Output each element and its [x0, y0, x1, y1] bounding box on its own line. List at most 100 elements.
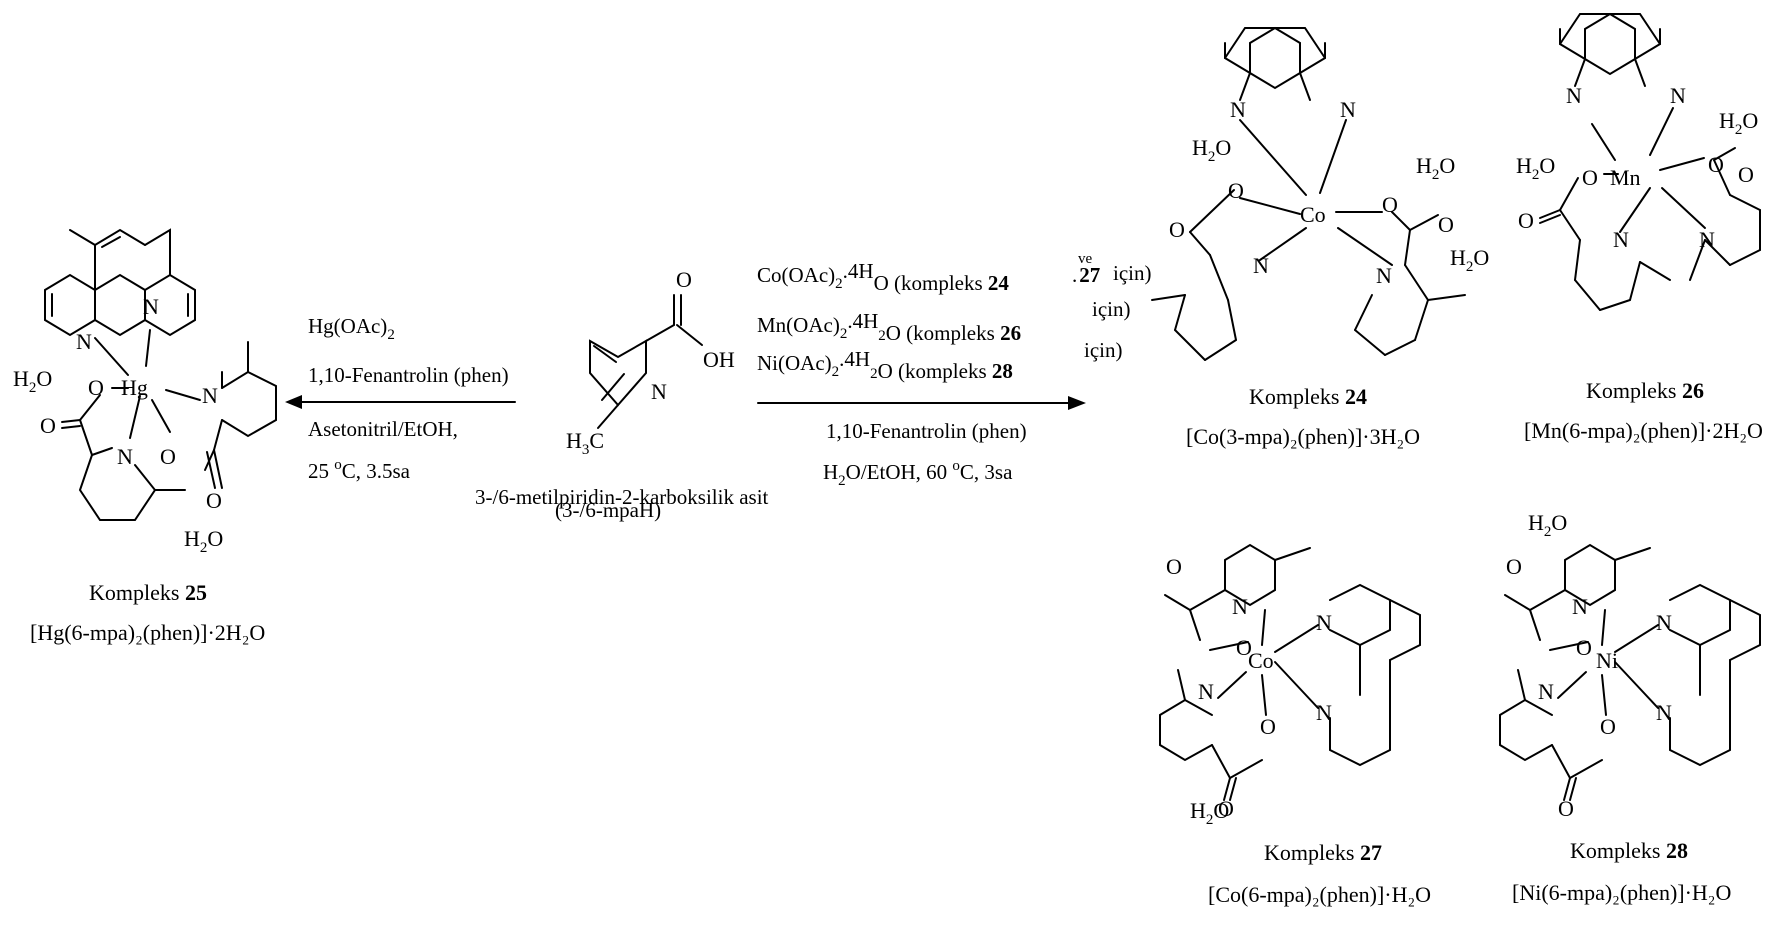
c26-formula: [Mn(6-mpa)₂(phen)]·2H₂O: [1524, 418, 1763, 443]
c27-n1: N: [1232, 594, 1248, 619]
complex-25-structure: N N Hg O N O N O O H2O H2O: [13, 228, 277, 556]
ligand-structure: O OH N H3C 3-/6-metilpiridin-2-karboksil…: [475, 267, 769, 522]
c27-label: Kompleks 27: [1264, 840, 1382, 865]
ligand-n: N: [651, 379, 667, 404]
ligand-oh: OH: [703, 347, 735, 372]
c28-o-carbonyl1: O: [1506, 554, 1522, 579]
c24-formula: [Co(3-mpa)₂(phen)]·3H₂O: [1186, 424, 1420, 449]
c25-o1: O: [88, 375, 104, 400]
right-reagent-phen: 1,10-Fenantrolin (phen): [826, 419, 1027, 443]
left-solvent: Asetonitril/EtOH,: [308, 417, 458, 441]
c27-water-molecule: H2O: [1190, 798, 1229, 828]
ligand-carbonyl-o: O: [676, 267, 692, 292]
right-reagent-ni: Ni(OAc)2.4H2O (kompleks 28: [757, 347, 1013, 383]
c24-o1: O: [1228, 178, 1244, 203]
complex-28-caption: Kompleks 28 [Ni(6-mpa)₂(phen)]·H₂O: [1512, 838, 1731, 905]
c27-formula: [Co(6-mpa)₂(phen)]·H₂O: [1208, 882, 1431, 907]
c27-o2: O: [1260, 714, 1276, 739]
c25-water2: H2O: [184, 526, 223, 556]
complex-27-structure: N O O Co N N N O O H2O: [1159, 543, 1421, 828]
right-reagent-co: Co(OAc)2.4HO (kompleks 24: [757, 259, 1009, 295]
c28-water-molecule: H2O: [1528, 510, 1567, 540]
left-reagent-hg: Hg(OAc)2: [308, 314, 395, 343]
c24-n2: N: [1376, 263, 1392, 288]
complex-27-caption: Kompleks 27 [Co(6-mpa)₂(phen)]·H₂O: [1208, 840, 1431, 907]
c25-water1: H2O: [13, 366, 52, 396]
c25-phen-n1: N: [76, 329, 92, 354]
c25-phen-n2: N: [143, 294, 159, 319]
c24-o-carbonyl1: O: [1169, 217, 1185, 242]
complex-24-caption: Kompleks 24 [Co(3-mpa)₂(phen)]·3H₂O: [1186, 384, 1420, 449]
c24-water3: H2O: [1450, 245, 1489, 275]
left-reaction-arrow: [285, 395, 516, 409]
right-reagent-mn: Mn(OAc)2.4H2O (kompleks 26: [757, 309, 1021, 345]
c28-o2: O: [1600, 714, 1616, 739]
c25-label: Kompleks 25: [89, 580, 207, 605]
complex-25-caption: Kompleks 25 [Hg(6-mpa)₂(phen)]·2H₂O: [30, 580, 265, 645]
c28-phen-n2: N: [1656, 700, 1672, 725]
complex-26-caption: Kompleks 26 [Mn(6-mpa)₂(phen)]·2H₂O: [1524, 378, 1763, 443]
c26-phen-n2: N: [1670, 83, 1686, 108]
complex-24-structure: N N Co O O O O N N H2O H2O H2O: [1151, 26, 1489, 361]
c24-n1: N: [1253, 253, 1269, 278]
c27-co: Co: [1248, 648, 1274, 673]
c24-co: Co: [1300, 202, 1326, 227]
right-reaction-arrow: [757, 396, 1086, 410]
c24-phen-n2: N: [1340, 97, 1356, 122]
right-icin-24-27: için): [1113, 261, 1151, 285]
c26-o-carbonyl1: O: [1518, 208, 1534, 233]
c26-water2: H2O: [1516, 153, 1555, 183]
c24-o-carbonyl2: O: [1438, 212, 1454, 237]
right-conditions: Co(OAc)2.4HO (kompleks 24 ve .27 için) M…: [757, 251, 1151, 489]
c27-phen-n2: N: [1316, 700, 1332, 725]
right-icin-28: için): [1084, 338, 1122, 362]
c28-n1: N: [1572, 594, 1588, 619]
c25-n-right: N: [202, 383, 218, 408]
c26-label: Kompleks 26: [1586, 378, 1704, 403]
c28-o1: O: [1576, 635, 1592, 660]
c26-water1: H2O: [1719, 108, 1758, 138]
c26-o1: O: [1582, 165, 1598, 190]
c27-o1: O: [1236, 635, 1252, 660]
c27-o-carbonyl1: O: [1166, 554, 1182, 579]
c25-formula: [Hg(6-mpa)₂(phen)]·2H₂O: [30, 620, 265, 645]
c24-label: Kompleks 24: [1249, 384, 1367, 409]
right-ve: ve: [1078, 251, 1093, 267]
c27-phen-n1: N: [1316, 610, 1332, 635]
left-conditions: Hg(OAc)2 1,10-Fenantrolin (phen) Asetoni…: [308, 314, 509, 483]
left-reagent-phen: 1,10-Fenantrolin (phen): [308, 363, 509, 387]
c24-water1: H2O: [1192, 135, 1231, 165]
c24-o2: O: [1382, 192, 1398, 217]
c28-n2: N: [1538, 679, 1554, 704]
c27-n2: N: [1198, 679, 1214, 704]
c26-mn: Mn: [1610, 165, 1641, 190]
c24-phen-n1: N: [1230, 97, 1246, 122]
c25-n-lower: N: [117, 444, 133, 469]
left-temperature-time: 25 oC, 3.5sa: [308, 457, 411, 483]
c26-phen-n1: N: [1566, 83, 1582, 108]
complex-28-structure: N O O Ni N N N O O H2O: [1499, 510, 1761, 821]
c27-o-carbonyl2: O: [1218, 796, 1234, 821]
c25-hg: Hg: [121, 375, 148, 400]
right-solvent-temperature: H2O/EtOH, 60 oC, 3sa: [823, 458, 1013, 489]
complex-26-structure: N N Mn O O O O N N H2O H2O: [1516, 12, 1761, 311]
c26-n2: N: [1699, 227, 1715, 252]
ligand-abbreviation: (3-/6-mpaH): [555, 498, 661, 522]
right-dot-27: .27: [1072, 263, 1100, 287]
right-icin-26: için): [1092, 297, 1130, 321]
c24-water2: H2O: [1416, 153, 1455, 183]
c26-o-carbonyl2: O: [1738, 162, 1754, 187]
c28-ni: Ni: [1596, 648, 1618, 673]
c25-o-carbonyl2: O: [206, 488, 222, 513]
c25-o2: O: [160, 444, 176, 469]
c26-o2: O: [1708, 152, 1724, 177]
c28-o-carbonyl2: O: [1558, 796, 1574, 821]
ligand-methyl: H3C: [566, 428, 604, 458]
c28-label: Kompleks 28: [1570, 838, 1688, 863]
c28-phen-n1: N: [1656, 610, 1672, 635]
c26-n1: N: [1613, 227, 1629, 252]
c28-formula: [Ni(6-mpa)₂(phen)]·H₂O: [1512, 880, 1731, 905]
c25-o-carbonyl1: O: [40, 413, 56, 438]
